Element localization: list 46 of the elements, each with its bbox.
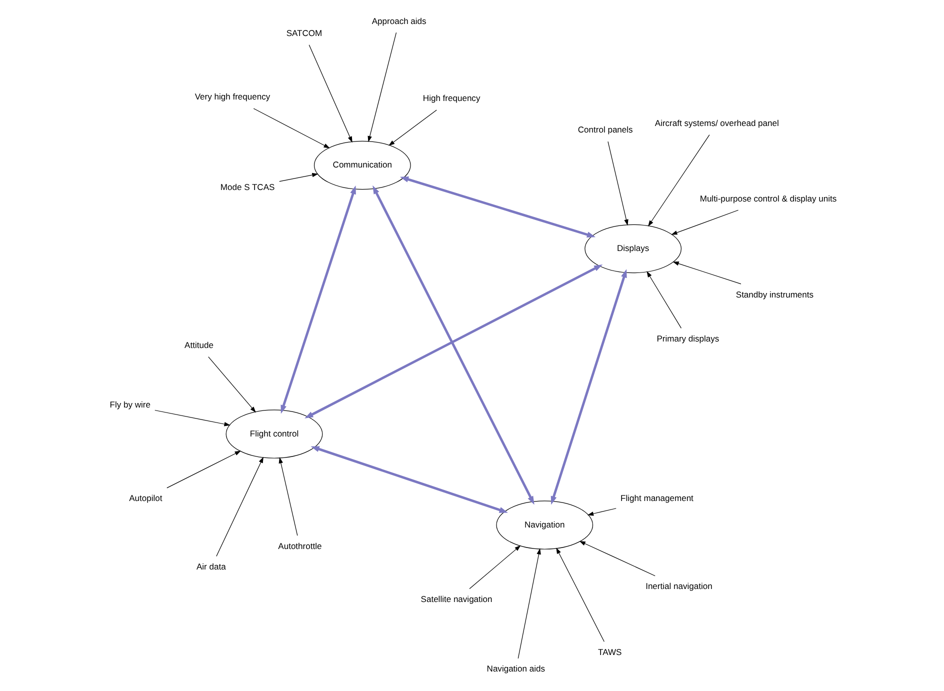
- arrow: [399, 176, 596, 238]
- node-text: Aircraft systems/ overhead panel: [654, 118, 778, 128]
- arrow: [517, 548, 540, 659]
- node-text: Control panels: [577, 124, 632, 135]
- node-text: Satellite navigation: [420, 594, 492, 604]
- arrow: [310, 446, 508, 513]
- node-text: Multi-purpose control & display units: [699, 193, 836, 204]
- node-text: Very high frequency: [194, 92, 270, 102]
- node-text: Autothrottle: [278, 540, 322, 551]
- arrow: [550, 269, 626, 505]
- node-text: Mode S TCAS: [220, 182, 274, 192]
- arrow: [252, 108, 330, 148]
- arrow: [672, 262, 741, 284]
- arrow: [166, 450, 240, 488]
- node-text: Attitude: [184, 340, 213, 350]
- node-text: Primary displays: [656, 334, 719, 344]
- node-text: Autopilot: [128, 492, 162, 503]
- node-text: Standby instruments: [735, 289, 814, 300]
- node-text: Air data: [196, 562, 226, 572]
- arrow: [646, 271, 682, 328]
- arrow: [372, 185, 534, 505]
- node-text: High frequency: [422, 93, 480, 104]
- arrow: [367, 32, 396, 142]
- arrow: [154, 410, 230, 426]
- arrow: [216, 456, 263, 557]
- arrow: [586, 508, 616, 516]
- arrow: [556, 548, 604, 642]
- arrow: [278, 172, 318, 182]
- node-text: Inertial navigation: [645, 581, 712, 592]
- node-text: TAWS: [598, 647, 622, 658]
- arrow: [208, 356, 256, 413]
- arrow: [308, 44, 352, 143]
- arrow: [304, 264, 602, 418]
- node-text: Approach aids: [371, 16, 426, 26]
- arrow: [607, 141, 628, 226]
- node-text: SATCOM: [286, 28, 322, 38]
- arrow: [278, 457, 298, 536]
- arrow: [578, 541, 655, 576]
- node-text: Flight management: [620, 493, 693, 504]
- arrow: [468, 545, 520, 590]
- arrow: [648, 134, 710, 226]
- node-text: Fly by wire: [109, 400, 150, 410]
- node-text: Navigation aids: [486, 664, 545, 674]
- arrow: [388, 110, 436, 146]
- arrow: [280, 186, 356, 414]
- arrow: [670, 210, 738, 235]
